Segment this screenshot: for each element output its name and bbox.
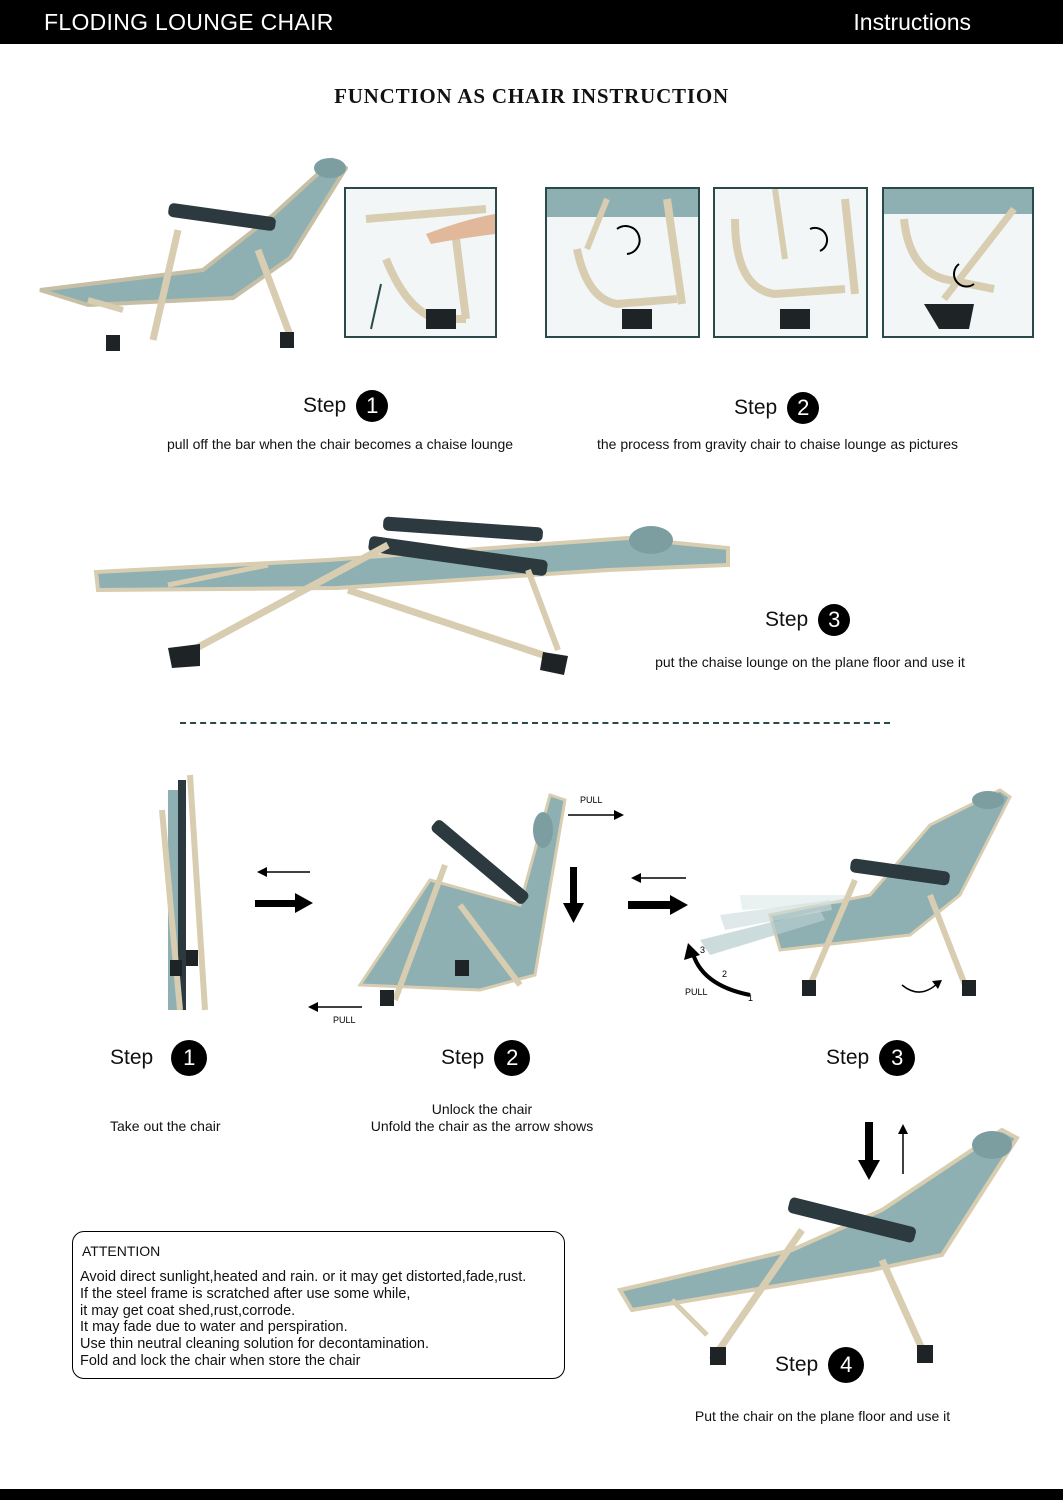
bottom-step-3-label: Step [826, 1046, 870, 1069]
bottom-step-2-heading: Step 2 [441, 1040, 531, 1076]
arrows-step2-step3 [628, 873, 688, 915]
arrows-step3-step4 [858, 1122, 908, 1180]
top-step-3-heading: Step 3 [765, 604, 851, 636]
top-step-3-label: Step [765, 608, 809, 631]
detail-photo-process-2 [713, 187, 868, 338]
bottom-step-4-caption: Put the chair on the plane floor and use… [694, 1408, 951, 1424]
top-step-2-caption: the process from gravity chair to chaise… [596, 436, 959, 452]
attention-line-2: If the steel frame is scratched after us… [80, 1285, 411, 1302]
final-chair-illustration [616, 1127, 1020, 1365]
bottom-step-2-number: 2 [494, 1040, 531, 1076]
attention-heading: ATTENTION [82, 1243, 161, 1259]
detail-photo-pull-bar [344, 187, 497, 338]
top-step-3-number: 3 [818, 604, 851, 636]
detail-photo-process-3 [882, 187, 1034, 338]
main-title: FUNCTION AS CHAIR INSTRUCTION [334, 84, 729, 108]
top-step-1-heading: Step 1 [303, 390, 389, 422]
top-step-2-heading: Step 2 [734, 392, 820, 424]
footrest-motion-illustration: 1 2 3 PULL [684, 788, 1012, 1003]
bottom-step-2-caption-line-2: Unfold the chair as the arrow shows [370, 1118, 594, 1134]
section-divider [180, 722, 890, 724]
top-step-3-caption: put the chaise lounge on the plane floor… [655, 654, 965, 670]
bottom-step-3-number: 3 [879, 1040, 916, 1076]
folded-chair-illustration [159, 774, 208, 1011]
curve-number-3: 3 [700, 945, 705, 955]
header-left-title: FLODING LOUNGE CHAIR [44, 9, 334, 35]
top-step-1-caption: pull off the bar when the chair becomes … [166, 436, 514, 452]
header-bar: FLODING LOUNGE CHAIR Instructions [0, 0, 1063, 44]
attention-line-1: Avoid direct sunlight,heated and rain. o… [80, 1269, 527, 1285]
attention-line-5: Use thin neutral cleaning solution for d… [80, 1336, 430, 1353]
attention-line-4: It may fade due to water and perspiratio… [80, 1319, 348, 1336]
top-step-1-label: Step [303, 394, 347, 417]
reclined-chair-illustration [39, 157, 348, 351]
flat-chaise-lounge-illustration [93, 516, 730, 675]
bottom-step-2-label: Step [441, 1046, 485, 1069]
bottom-step-2-caption-line-1: Unlock the chair [431, 1101, 533, 1117]
bottom-step-4-heading: Step 4 [775, 1347, 865, 1383]
top-step-2-label: Step [734, 396, 778, 419]
bottom-step-2-caption: Unlock the chair Unfold the chair as the… [332, 1101, 632, 1135]
pull-label-curve: PULL [685, 987, 708, 997]
bottom-step-4-number: 4 [828, 1347, 865, 1383]
pull-label-bottom: PULL [333, 1015, 356, 1025]
bottom-step-4-label: Step [775, 1353, 819, 1376]
footer-bar [0, 1489, 1063, 1500]
top-step-1-number: 1 [356, 390, 389, 422]
detail-photo-process-1 [545, 187, 700, 338]
unfolding-chair-illustration: PULL PULL [308, 793, 624, 1025]
arrows-step1-step2 [255, 867, 313, 913]
attention-line-6: Fold and lock the chair when store the c… [80, 1352, 361, 1369]
curve-number-2: 2 [722, 969, 727, 979]
bottom-step-3-heading: Step 3 [826, 1040, 916, 1076]
pull-label-top: PULL [580, 795, 603, 805]
bottom-step-1-number: 1 [171, 1040, 208, 1076]
header-right-title: Instructions [853, 9, 971, 35]
attention-box: ATTENTION Avoid direct sunlight,heated a… [72, 1231, 565, 1379]
bottom-step-1-label: Step [110, 1046, 154, 1069]
attention-line-3: it may get coat shed,rust,corrode. [80, 1302, 296, 1319]
bottom-step-1-caption: Take out the chair [110, 1118, 221, 1134]
top-step-2-number: 2 [787, 392, 820, 424]
curve-number-1: 1 [748, 993, 753, 1003]
attention-lines: Avoid direct sunlight,heated and rain. o… [80, 1269, 526, 1370]
bottom-step-1-heading: Step 1 [110, 1040, 208, 1076]
